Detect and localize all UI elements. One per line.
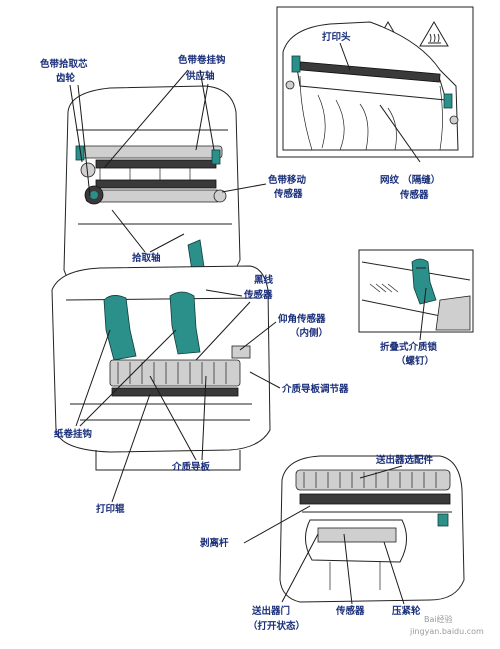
svg-text:色带卷挂钩: 色带卷挂钩 (178, 54, 226, 66)
svg-text:传感器: 传感器 (273, 188, 303, 200)
svg-text:传感器: 传感器 (399, 189, 429, 201)
svg-text:色带拾取芯: 色带拾取芯 (40, 58, 88, 70)
svg-text:（螺钉）: （螺钉） (396, 355, 434, 367)
watermark: Bai经验 jingyan.baidu.com (409, 614, 484, 636)
label-sensor: 传感器 (335, 605, 365, 617)
main-printer (51, 85, 271, 471)
label-platen-roller: 打印辊 (96, 503, 125, 515)
svg-text:齿轮: 齿轮 (56, 72, 76, 84)
svg-text:传感器: 传感器 (243, 289, 273, 301)
svg-text:网纹 （隔缝）: 网纹 （隔缝） (380, 174, 440, 186)
label-media-guide-adjuster: 介质导板调节器 (281, 383, 349, 395)
label-ribbon-supply-hanger: 色带卷挂钩 供应轴 (178, 54, 226, 82)
label-dispenser-option: 送出器选配件 (375, 454, 434, 466)
label-ribbon-takeup-hub: 色带拾取芯 齿轮 (40, 58, 88, 84)
svg-text:（打开状态）: （打开状态） (248, 620, 305, 632)
inset-printhead: 打印头 (276, 6, 474, 163)
svg-text:（内侧）: （内侧） (290, 327, 328, 339)
svg-text:黑线: 黑线 (254, 274, 274, 286)
hot-surface-warning-icon (419, 21, 449, 47)
label-upper-sensor: 仰角传感器 （内侧） (278, 313, 328, 339)
svg-text:jingyan.baidu.com: jingyan.baidu.com (409, 627, 484, 636)
label-folding-media-lock: 折叠式介质锁 （螺钉） (380, 341, 438, 367)
inset-dispenser (279, 455, 465, 603)
label-roll-holder: 纸卷挂钩 (54, 428, 93, 440)
svg-text:供应轴: 供应轴 (185, 70, 215, 82)
label-dispenser-door: 送出器门 （打开状态） (248, 605, 305, 632)
label-media-guide: 介质导板 (171, 461, 211, 473)
svg-text:送出器门: 送出器门 (251, 605, 290, 617)
svg-text:色带移动: 色带移动 (268, 174, 307, 186)
svg-text:折叠式介质锁: 折叠式介质锁 (380, 341, 438, 353)
label-peel-bar: 剥离杆 (200, 537, 229, 549)
svg-text:仰角传感器: 仰角传感器 (278, 313, 326, 325)
label-pinch-roller: 压紧轮 (392, 605, 421, 617)
media-lock-shape (411, 258, 437, 305)
label-web-gap-sensor: 网纹 （隔缝） 传感器 (380, 174, 440, 201)
svg-text:Bai经验: Bai经验 (424, 614, 453, 624)
roll-holder-shapes (103, 291, 201, 361)
label-ribbon-motion-sensor: 色带移动 传感器 (268, 174, 307, 200)
label-black-line-sensor: 黑线 传感器 (243, 274, 274, 301)
inset-media-lock (358, 249, 474, 341)
label-takeup-spindle: 拾取轴 (132, 252, 161, 264)
printhead-label: 打印头 (322, 31, 351, 43)
